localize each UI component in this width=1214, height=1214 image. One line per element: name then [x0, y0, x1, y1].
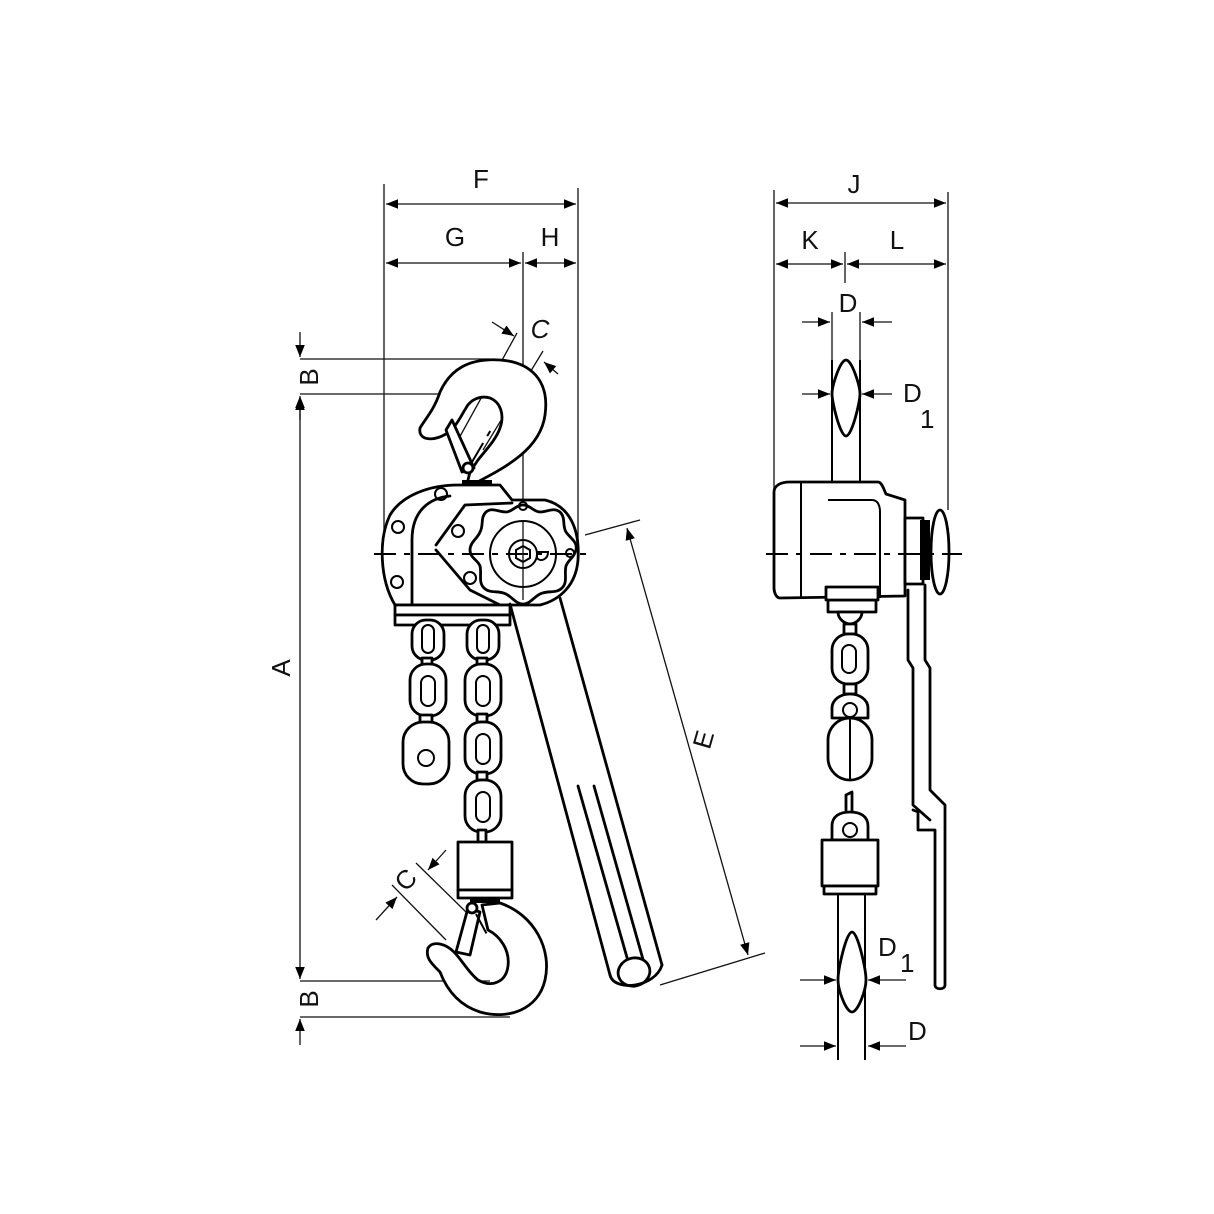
label-E: E: [687, 727, 721, 752]
dimension-B-top: B: [294, 332, 324, 420]
label-G: G: [445, 222, 465, 252]
label-H: H: [541, 222, 560, 252]
dimension-C-bottom: C: [375, 849, 467, 941]
dimension-D1-bottom: D 1: [800, 932, 914, 985]
side-extension-lines: [773, 190, 949, 510]
label-J: J: [848, 169, 861, 199]
label-D1-top-subscript: 1: [920, 404, 934, 434]
label-D1-bottom-subscript: 1: [900, 948, 914, 978]
dimension-J: J: [776, 169, 946, 208]
dimension-A: A: [266, 398, 305, 979]
dimension-H: H: [525, 222, 576, 268]
lever-handle-side: [906, 583, 947, 991]
dimension-D-top: D: [802, 288, 892, 327]
load-chain-left: [401, 618, 451, 786]
load-chain-side: [820, 610, 880, 896]
label-F: F: [473, 164, 489, 194]
label-C-top: C: [531, 314, 550, 344]
label-L: L: [890, 225, 904, 255]
dimension-L: L: [847, 225, 946, 269]
label-B-bottom: B: [294, 990, 324, 1007]
load-chain-right: [463, 618, 503, 844]
label-D-top: D: [839, 288, 858, 318]
label-K: K: [801, 225, 819, 255]
front-view: F G H B A B: [266, 164, 766, 1045]
lever-handle: [508, 596, 664, 988]
hoist-body-side: [766, 480, 962, 614]
dimension-E: E: [584, 519, 766, 986]
dimension-G: G: [386, 222, 521, 268]
bottom-hook: [425, 840, 548, 1017]
top-shank-side: [830, 358, 862, 482]
label-D1-top: D: [903, 378, 922, 408]
label-A: A: [266, 659, 296, 677]
dimension-B-bottom: B: [294, 990, 324, 1045]
label-B-top: B: [294, 368, 324, 385]
label-D-bottom: D: [908, 1016, 927, 1046]
dimension-D1-top: D 1: [802, 378, 934, 434]
dimension-D-bottom: D: [800, 1016, 927, 1051]
side-view: J K L D D 1: [766, 169, 962, 1060]
label-D1-bottom: D: [878, 932, 897, 962]
bottom-shank-side: [836, 894, 868, 1060]
hoist-body-front: [374, 483, 588, 627]
top-hook: [418, 358, 548, 490]
dimension-F: F: [386, 164, 576, 209]
dimension-K: K: [776, 225, 843, 269]
label-C-bottom: C: [388, 862, 422, 896]
